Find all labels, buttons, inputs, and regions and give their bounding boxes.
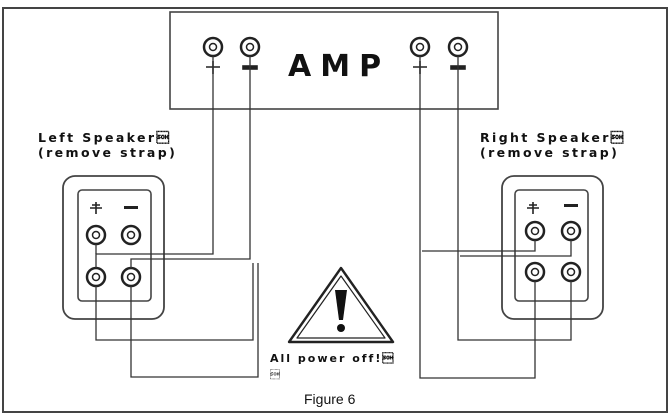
wire-amp-left-minus-to-speaker <box>130 56 251 268</box>
right-panel-plus-symbol <box>527 202 539 214</box>
wire-right-top-link-minus <box>460 240 572 257</box>
left-speaker-terminal-top-plus <box>85 224 107 246</box>
wire-amp-right-minus-to-speaker <box>457 56 572 341</box>
amp-box <box>169 11 499 110</box>
left-panel-plus-symbol <box>90 202 102 214</box>
right-speaker-note: (remove strap) <box>480 145 620 160</box>
left-speaker-panel-inner <box>77 189 152 302</box>
left-speaker-terminal-bottom-minus <box>120 266 142 288</box>
figure-frame <box>2 7 668 413</box>
wire-left-bottom-plus-out <box>95 263 254 341</box>
left-speaker-panel-outer <box>62 175 165 320</box>
left-speaker-label: Left Speaker (remove strap) <box>38 130 177 160</box>
right-speaker-terminal-bottom-plus <box>524 261 546 283</box>
right-channel-wires <box>419 56 572 379</box>
amp-terminal-right-minus <box>447 36 469 58</box>
right-speaker-terminal-top-minus <box>560 220 582 242</box>
warning-extra:  <box>270 370 280 381</box>
right-speaker-terminal-top-plus <box>524 220 546 242</box>
right-speaker-panel-inner <box>514 189 589 302</box>
wire-left-bottom-minus-out <box>130 263 259 378</box>
amp-label: AMP <box>288 49 391 84</box>
wire-amp-right-plus-to-speaker <box>419 56 536 379</box>
right-panel-minus-symbol <box>564 204 578 207</box>
right-speaker-panel-outer <box>501 175 604 320</box>
left-speaker-terminal-top-minus <box>120 224 142 246</box>
left-speaker-note: (remove strap) <box>38 145 178 160</box>
amp-terminal-right-plus <box>409 36 431 58</box>
right-speaker-label: Right Speaker (remove strap) <box>480 130 626 160</box>
figure-caption: Figure 6 <box>304 391 356 407</box>
wire-right-top-link-plus <box>422 240 536 252</box>
right-speaker-title: Right Speaker <box>480 130 626 145</box>
left-speaker-terminal-bottom-plus <box>85 266 107 288</box>
warning-text: All power off! <box>270 352 396 365</box>
left-speaker-title: Left Speaker <box>38 130 172 145</box>
amp-terminal-left-plus <box>202 36 224 58</box>
amp-terminal-left-minus <box>239 36 261 58</box>
right-speaker-terminal-bottom-minus <box>560 261 582 283</box>
warning-icon <box>287 266 395 344</box>
left-channel-wires <box>95 56 259 378</box>
wire-amp-left-plus-to-speaker <box>95 56 214 268</box>
left-panel-minus-symbol <box>124 206 138 209</box>
